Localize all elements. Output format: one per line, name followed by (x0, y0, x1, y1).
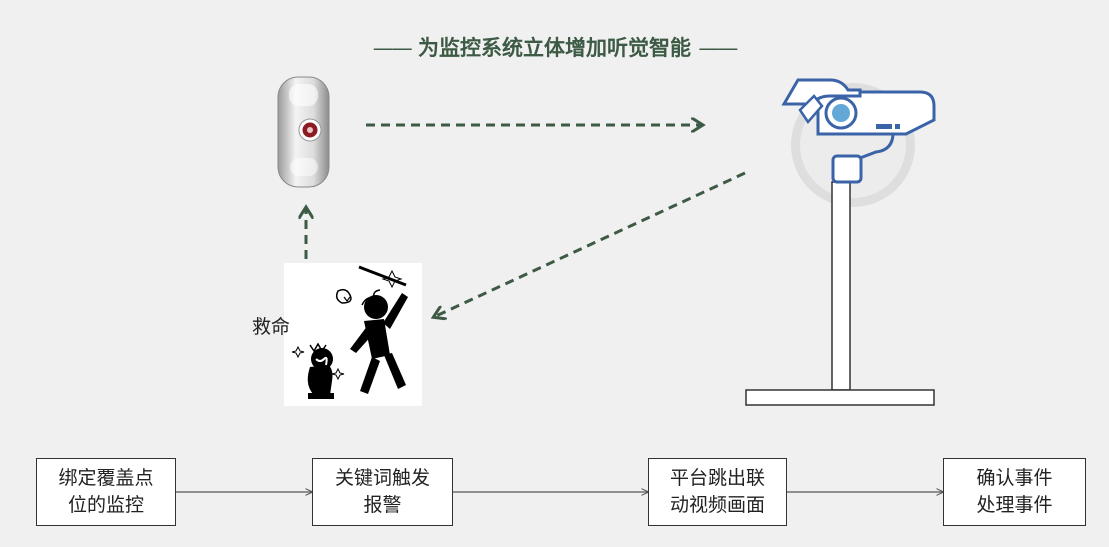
step-box-linked-video: 平台跳出联 动视频画面 (648, 458, 787, 526)
title-text: 为监控系统立体增加听觉智能 (418, 36, 691, 60)
step-box-keyword-alarm: 关键词触发 报警 (312, 458, 453, 526)
security-camera-icon (745, 78, 936, 406)
step-box-bind-camera: 绑定覆盖点 位的监控 (36, 458, 176, 526)
page-title: —— 为监控系统立体增加听觉智能 —— (0, 32, 1109, 62)
title-dash-left: —— (372, 36, 413, 60)
step-label: 绑定覆盖点 位的监控 (58, 467, 154, 516)
violence-scene-icon (291, 265, 408, 399)
violence-scene-panel (284, 263, 422, 406)
sound-sensor-icon (277, 76, 330, 188)
step-label: 平台跳出联 动视频画面 (669, 467, 765, 516)
arrow-camera-to-scene (436, 171, 746, 316)
title-dash-right: —— (698, 36, 738, 60)
step-box-handle-event: 确认事件 处理事件 (943, 458, 1086, 526)
step-label: 确认事件 处理事件 (976, 467, 1053, 516)
shout-label: 救命 (252, 316, 291, 338)
step-label: 关键词触发 报警 (334, 467, 430, 516)
